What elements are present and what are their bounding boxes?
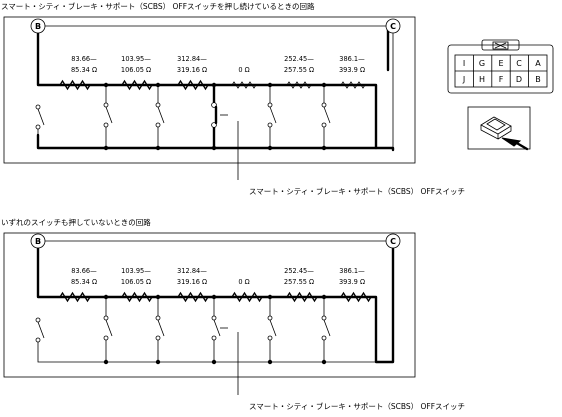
top-resistor-label-1b: 85.34 Ω [71, 66, 97, 74]
bottom-main-loop [36, 246, 395, 364]
top-switch-6 [321, 85, 331, 128]
top-resistor-6 [340, 81, 366, 89]
bottom-resistor-label-5b: 257.55 Ω [284, 278, 314, 286]
bottom-switch-1 [35, 317, 45, 345]
svg-text:B: B [35, 22, 41, 31]
top-resistor-label-3b: 319.16 Ω [177, 66, 207, 74]
connector-view-icon [467, 106, 531, 151]
pin-a: A [535, 59, 541, 68]
top-switch-4-pressed [211, 83, 228, 128]
top-switch-5 [267, 85, 277, 128]
bottom-caption: スマート・シティ・ブレーキ・サポート（SCBS） OFFスイッチ [249, 401, 465, 411]
top-resistor-1 [59, 79, 91, 91]
bottom-resistor-label-1b: 85.34 Ω [71, 278, 97, 286]
top-resistor-2 [121, 79, 153, 91]
svg-text:C: C [390, 22, 396, 31]
bottom-bottom-bus [37, 345, 376, 363]
svg-text:C: C [390, 237, 396, 246]
pin-g: G [479, 59, 485, 68]
pin-c: C [516, 59, 522, 68]
top-resistor-label-2a: 103.95— [121, 55, 151, 63]
bottom-switch-2 [103, 297, 113, 362]
pin-d: D [516, 75, 522, 84]
top-resistor-5 [286, 81, 312, 89]
top-upper-wire [37, 25, 388, 33]
top-resistor-4 [231, 81, 257, 89]
bottom-upper-wire [37, 240, 393, 248]
top-caption: スマート・シティ・ブレーキ・サポート（SCBS） OFFスイッチ [249, 186, 465, 196]
top-resistor-label-4b: 0 Ω [238, 66, 249, 74]
bottom-resistor-label-3a: 312.84— [177, 267, 207, 275]
top-bus-drops [269, 125, 325, 148]
top-resistor-label-6b: 393.9 Ω [339, 66, 365, 74]
bottom-title: いずれのスイッチも押していないときの回路 [1, 217, 151, 227]
bottom-resistor-label-1a: 83.66— [71, 267, 97, 275]
bottom-node-b: B [30, 233, 46, 249]
bottom-resistor-1 [59, 291, 91, 303]
top-switch-1 [35, 104, 45, 135]
bottom-switch-3 [155, 297, 165, 362]
top-resistor-3 [177, 79, 209, 91]
bottom-resistor-3 [177, 291, 209, 303]
top-main-loop [36, 31, 378, 150]
pin-b: B [535, 75, 541, 84]
top-resistor-label-5b: 257.55 Ω [284, 66, 314, 74]
top-node-b: B [30, 18, 46, 34]
pin-e: E [498, 59, 503, 68]
bottom-resistor-label-2a: 103.95— [121, 267, 151, 275]
top-junctions [103, 82, 327, 151]
top-switch-3 [155, 85, 165, 148]
top-resistor-label-3a: 312.84— [177, 55, 207, 63]
bottom-switch-6 [321, 297, 331, 362]
bottom-resistor-label-3b: 319.16 Ω [177, 278, 207, 286]
pin-f: F [499, 75, 504, 84]
bottom-node-c: C [385, 233, 401, 249]
bottom-resistor-label-5a: 252.45— [284, 267, 314, 275]
bottom-frame [3, 232, 416, 378]
top-switch-2 [103, 85, 113, 148]
bottom-resistor-4 [231, 291, 263, 303]
bottom-resistor-2 [121, 291, 153, 303]
top-frame [3, 16, 416, 164]
top-resistor-label-2b: 106.05 Ω [121, 66, 151, 74]
top-resistor-label-5a: 252.45— [284, 55, 314, 63]
pin-i: I [463, 59, 465, 68]
bottom-circuit: いずれのスイッチも押していないときの回路 [1, 217, 465, 411]
bottom-resistor-5 [286, 291, 318, 303]
bottom-switch-4 [211, 297, 228, 362]
bottom-resistor-6 [340, 291, 372, 303]
top-resistor-label-6a: 386.1— [339, 55, 365, 63]
pin-j: J [462, 75, 465, 84]
top-node-c-return [374, 146, 395, 152]
bottom-resistor-label-2b: 106.05 Ω [121, 278, 151, 286]
pin-h: H [479, 75, 485, 84]
top-circuit: スマート・シティ・ブレーキ・サポート（SCBS） OFFスイッチを押し続けている… [1, 1, 465, 196]
top-resistor-label-1a: 83.66— [71, 55, 97, 63]
bottom-switch-5 [267, 297, 277, 362]
bottom-junctions [103, 294, 327, 365]
bottom-resistor-label-6b: 393.9 Ω [339, 278, 365, 286]
bottom-resistor-label-4b: 0 Ω [238, 278, 249, 286]
svg-text:B: B [35, 237, 41, 246]
connector-pinout: I G E C A J H F D B [447, 39, 554, 94]
top-node-c: C [385, 18, 401, 34]
top-bottom-bus [36, 133, 216, 150]
bottom-resistor-label-6a: 386.1— [339, 267, 365, 275]
top-title: スマート・シティ・ブレーキ・サポート（SCBS） OFFスイッチを押し続けている… [1, 1, 315, 11]
